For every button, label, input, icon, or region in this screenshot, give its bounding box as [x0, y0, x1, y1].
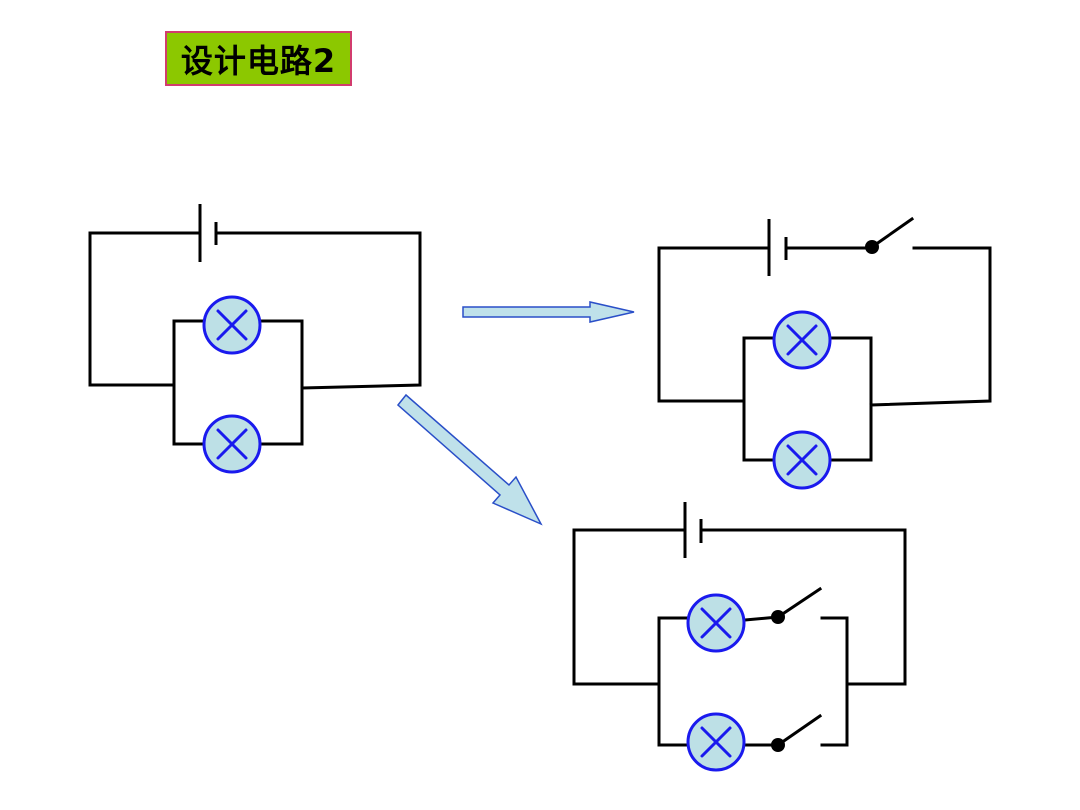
- lamp-icon: [202, 295, 262, 355]
- battery-icon: [683, 502, 703, 558]
- arrow-down-right-icon: [396, 393, 543, 526]
- circuit-branch-switches-wires: [572, 528, 907, 747]
- lamp-cross: [216, 428, 248, 460]
- lamp-cross: [786, 324, 818, 356]
- lamp-icon: [686, 712, 746, 772]
- switch-icon: [771, 713, 823, 752]
- arrow-right-icon: [462, 301, 635, 323]
- circuit-main-switch: [657, 216, 992, 490]
- switch-icon: [771, 586, 823, 624]
- circuit-branch-switches: [572, 502, 907, 772]
- lamp-icon: [686, 593, 746, 653]
- lamp-cross: [700, 726, 732, 758]
- switch-icon: [865, 216, 915, 254]
- circuit-main-switch-wires: [657, 246, 992, 462]
- battery-icon: [198, 204, 218, 262]
- lamp-icon: [772, 310, 832, 370]
- lamp-cross: [700, 607, 732, 639]
- lamp-icon: [202, 414, 262, 474]
- slide-title: 设计电路2: [165, 31, 352, 86]
- lamp-cross: [216, 309, 248, 341]
- circuit-original-wires: [88, 231, 422, 446]
- lamp-cross: [786, 444, 818, 476]
- lamp-icon: [772, 430, 832, 490]
- circuit-original: [88, 204, 422, 474]
- battery-icon: [767, 219, 788, 276]
